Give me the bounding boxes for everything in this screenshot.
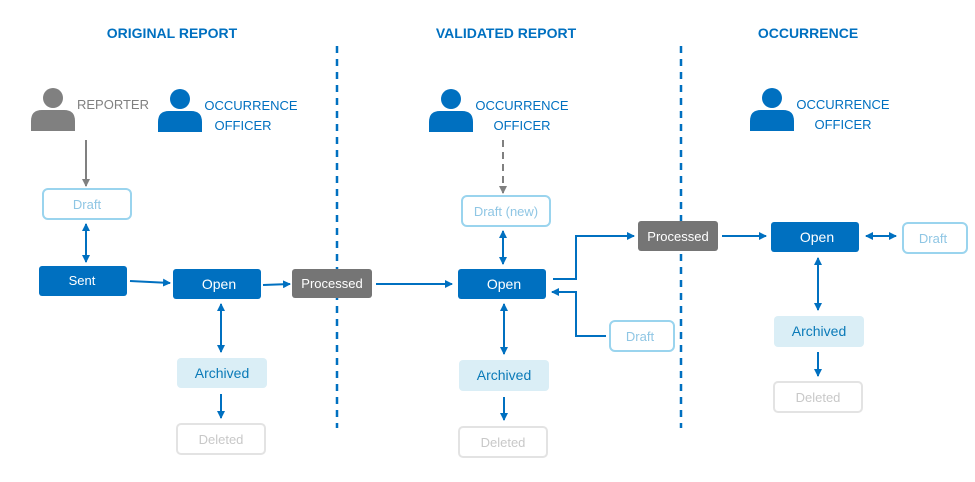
state-processed: Processed	[292, 269, 372, 298]
state-draft: Draft	[609, 320, 675, 352]
state-archived: Archived	[459, 360, 549, 391]
arrow-open-to-processed	[553, 232, 635, 280]
header-validated-report: VALIDATED REPORT	[436, 25, 577, 41]
state-deleted: Deleted	[176, 423, 266, 455]
officer-label-line2: OFFICER	[493, 118, 550, 133]
header-original-report: ORIGINAL REPORT	[107, 25, 238, 41]
state-sent: Sent	[39, 266, 127, 296]
reporter-label: REPORTER	[77, 97, 149, 112]
officer-label-line1: OCCURRENCE	[204, 98, 298, 113]
header-occurrence: OCCURRENCE	[758, 25, 858, 41]
state-label: Draft	[73, 197, 102, 212]
state-processed: Processed	[638, 221, 718, 251]
state-draft-new: Draft (new)	[461, 195, 551, 227]
state-draft: Draft	[42, 188, 132, 220]
officer-label-line1: OCCURRENCE	[796, 97, 890, 112]
state-label: Sent	[69, 273, 96, 288]
arrow-sent-to-open	[129, 278, 171, 287]
state-archived: Archived	[177, 358, 267, 388]
state-draft: Draft	[902, 222, 968, 254]
state-deleted: Deleted	[773, 381, 863, 413]
state-open: Open	[458, 269, 546, 299]
reporter-person-icon	[31, 88, 75, 131]
officer-person-icon	[750, 88, 794, 131]
state-label: Deleted	[481, 435, 526, 450]
state-label: Draft	[626, 329, 655, 344]
officer-label-line1: OCCURRENCE	[475, 98, 569, 113]
state-label: Open	[202, 276, 236, 292]
state-label: Processed	[647, 229, 708, 244]
state-open: Open	[173, 269, 261, 299]
arrow-open-to-processed	[262, 280, 291, 289]
state-label: Archived	[792, 323, 846, 339]
state-label: Deleted	[199, 432, 244, 447]
state-label: Open	[800, 229, 834, 245]
state-label: Open	[487, 276, 521, 292]
state-label: Draft	[919, 231, 948, 246]
officer-person-icon	[429, 89, 473, 132]
state-label: Archived	[477, 367, 531, 383]
state-open: Open	[771, 222, 859, 252]
state-label: Draft (new)	[474, 204, 538, 219]
officer-label-line2: OFFICER	[814, 117, 871, 132]
state-label: Processed	[301, 276, 362, 291]
state-label: Archived	[195, 365, 249, 381]
officer-person-icon	[158, 89, 202, 132]
state-deleted: Deleted	[458, 426, 548, 458]
state-archived: Archived	[774, 316, 864, 347]
arrow-open-draft-loop	[551, 288, 606, 337]
state-label: Deleted	[796, 390, 841, 405]
officer-label-line2: OFFICER	[214, 118, 271, 133]
